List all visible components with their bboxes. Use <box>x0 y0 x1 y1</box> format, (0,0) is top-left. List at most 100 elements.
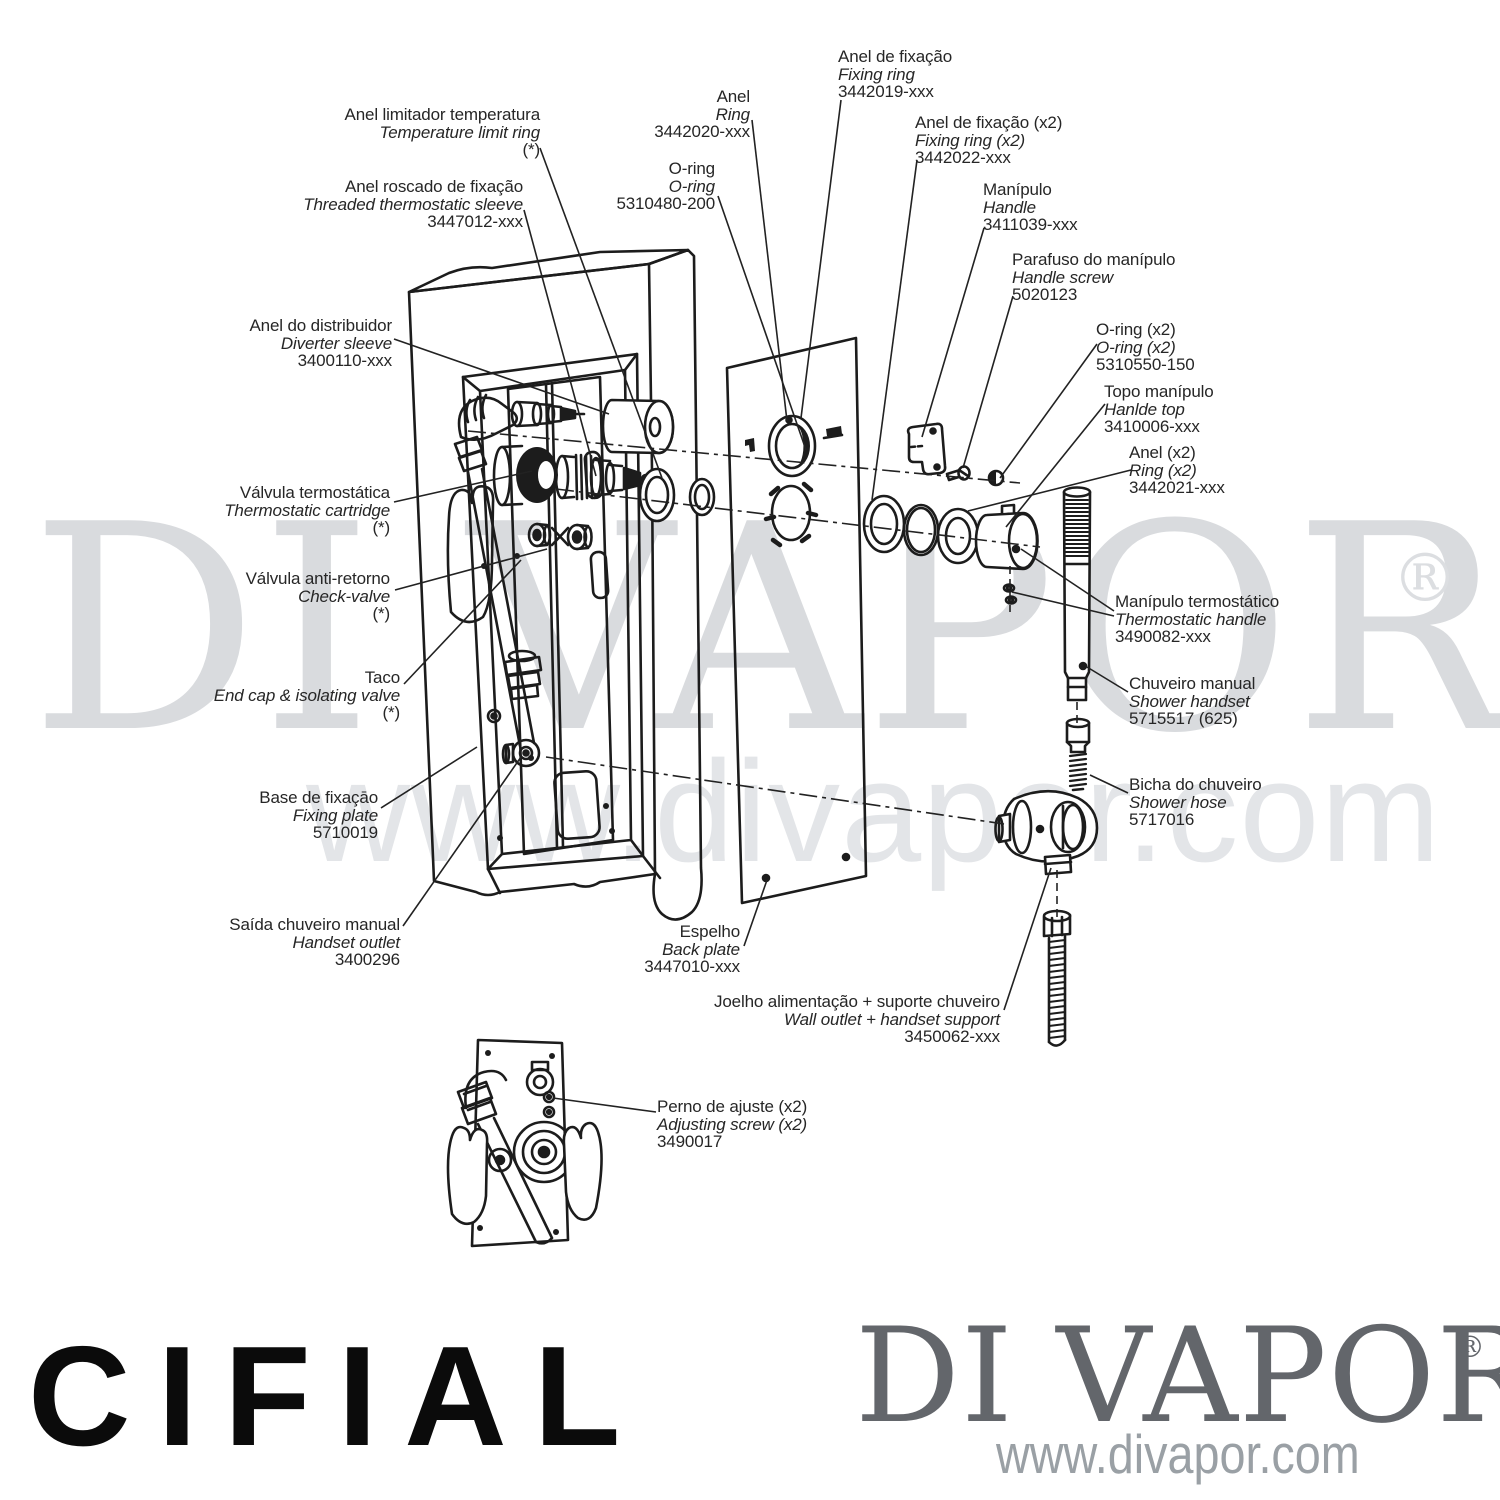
shower-hose-drawing <box>1065 717 1091 792</box>
handle-parts-drawing <box>906 422 1005 487</box>
part-label-end-cap-isolating-valve: Taco End cap & isolating valve (*) <box>214 669 400 722</box>
label-pt: Espelho <box>679 922 741 941</box>
part-label-handset-outlet: Saída chuveiro manual Handset outlet 340… <box>229 916 400 969</box>
label-en: Temperature limit ring <box>379 122 541 142</box>
label-en: Handle <box>983 197 1036 217</box>
label-pt: Manípulo <box>983 180 1052 199</box>
label-pt: O-ring <box>668 159 715 178</box>
label-pt: Anel limitador temperatura <box>344 105 541 124</box>
label-code: (*) <box>382 703 401 723</box>
label-pt: Manípulo termostático <box>1115 592 1280 611</box>
label-pt: Anel de fixação (x2) <box>915 113 1063 132</box>
label-pt: Anel <box>716 87 751 106</box>
label-code: 3442021-xxx <box>1129 478 1225 498</box>
part-label-handle: Manípulo Handle 3411039-xxx <box>983 180 1078 235</box>
label-pt: Anel de fixação <box>838 47 952 66</box>
part-label-thermostatic-cartridge: Válvula termostática Thermostatic cartri… <box>224 484 390 537</box>
label-pt: Joelho alimentação + suporte chuveiro <box>714 992 1000 1011</box>
label-code: 3490017 <box>657 1132 723 1152</box>
wall-block-drawing <box>407 248 703 921</box>
part-label-diverter-sleeve: Anel do distribuidor Diverter sleeve 340… <box>249 317 392 370</box>
label-pt: Válvula termostática <box>239 483 390 502</box>
part-label-check-valve: Válvula anti-retorno Check-valve (*) <box>246 570 391 623</box>
label-en: Handle screw <box>1012 267 1114 287</box>
label-en: Adjusting screw (x2) <box>657 1114 808 1134</box>
label-code: (*) <box>372 518 391 538</box>
shower-handset-drawing <box>1062 486 1092 702</box>
label-pt: Topo manípulo <box>1104 382 1214 401</box>
part-label-handle-top: Topo manípulo Hanlde top 3410006-xxx <box>1104 383 1214 436</box>
label-code: 3442019-xxx <box>838 82 934 102</box>
label-en: Hanlde top <box>1104 399 1185 419</box>
label-en: O-ring <box>668 176 715 196</box>
back-plate-drawing <box>725 336 868 905</box>
label-code: 3447012-xxx <box>427 212 523 232</box>
label-en: Wall outlet + handset support <box>783 1009 1000 1029</box>
part-label-wall-outlet-handset-support: Joelho alimentação + suporte chuveiro Wa… <box>714 993 1000 1046</box>
label-en: Shower hose <box>1129 792 1227 812</box>
label-pt: O-ring (x2) <box>1096 320 1176 339</box>
axis-centerlines <box>467 430 1078 917</box>
fixing-bolt-drawing <box>1042 909 1072 1047</box>
part-label-fixing-plate: Base de fixaçāo Fixing plate 5710019 <box>259 789 378 842</box>
label-en: Handset outlet <box>292 932 400 952</box>
part-label-temperature-limit-ring: Anel limitador temperatura Temperature l… <box>344 105 541 160</box>
label-en: Check-valve <box>298 586 390 606</box>
watermark-brand-text: DI VAPOR <box>30 464 1500 796</box>
wall-outlet-drawing <box>994 789 1099 876</box>
label-pt: Anel (x2) <box>1129 443 1196 462</box>
divapor-logo-registered-mark: ® <box>1455 1330 1485 1365</box>
label-code: 3411039-xxx <box>983 215 1078 235</box>
label-code: 5715517 (625) <box>1129 709 1238 729</box>
label-pt: Perno de ajuste (x2) <box>657 1097 808 1116</box>
label-en: Thermostatic cartridge <box>224 500 390 520</box>
part-label-fixing-ring-x2: Anel de fixação (x2) Fixing ring (x2) 34… <box>915 114 1062 167</box>
label-code: 3442020-xxx <box>654 122 750 142</box>
label-pt: Anel roscado de fixação <box>345 177 523 196</box>
part-label-adjusting-screw-x2: Perno de ajuste (x2) Adjusting screw (x2… <box>657 1098 807 1151</box>
valve-assembly-drawing <box>446 375 660 856</box>
diverter-sleeve-drawing <box>601 398 675 455</box>
label-en: Diverter sleeve <box>280 333 392 353</box>
label-en: Fixing plate <box>292 805 378 825</box>
part-label-ring: Anel Ring 3442020-xxx <box>654 88 750 141</box>
part-label-back-plate: Espelho Back plate 3447010-xxx <box>644 923 740 976</box>
label-en: Back plate <box>662 939 740 959</box>
part-label-o-ring: O-ring O-ring 5310480-200 <box>616 160 715 213</box>
label-code: 5310550-150 <box>1096 355 1195 375</box>
label-code: 3400296 <box>334 950 400 970</box>
label-pt: Chuveiro manual <box>1129 674 1256 693</box>
label-code: 3447010-xxx <box>644 957 740 977</box>
part-label-fixing-ring: Anel de fixação Fixing ring 3442019-xxx <box>838 48 952 101</box>
label-en: Ring <box>715 104 751 124</box>
part-label-o-ring-x2: O-ring (x2) O-ring (x2) 5310550-150 <box>1096 321 1195 374</box>
divapor-url: www.divapor.com <box>996 1423 1360 1485</box>
label-pt: Saída chuveiro manual <box>229 915 400 934</box>
label-en: O-ring (x2) <box>1096 337 1176 357</box>
label-en: Fixing ring <box>838 64 915 84</box>
label-pt: Parafuso do manípulo <box>1012 250 1176 269</box>
part-label-threaded-thermostatic-sleeve: Anel roscado de fixação Threaded thermos… <box>303 178 523 231</box>
label-code: (*) <box>522 140 541 160</box>
divapor-logo: DI VAPOR <box>855 1299 1500 1452</box>
part-label-shower-handset: Chuveiro manual Shower handset 5715517 (… <box>1129 675 1255 728</box>
label-code: 3450062-xxx <box>904 1027 1000 1047</box>
label-pt: Bicha do chuveiro <box>1129 775 1262 794</box>
label-en: Shower handset <box>1129 691 1250 711</box>
label-pt: Base de fixaçāo <box>259 788 378 807</box>
label-pt: Taco <box>364 668 400 687</box>
label-en: End cap & isolating valve <box>213 685 400 705</box>
leader-lines <box>380 99 1132 1113</box>
cifial-logo: CIFIAL <box>28 1317 648 1476</box>
part-label-thermostatic-handle: Manípulo termostático Thermostatic handl… <box>1115 593 1279 646</box>
sleeve-rings-drawing <box>638 467 716 523</box>
label-code: 5020123 <box>1012 285 1078 305</box>
front-view-diagram-drawing <box>446 1038 603 1248</box>
label-code: 3410006-xxx <box>1104 417 1200 437</box>
part-label-handle-screw: Parafuso do manípulo Handle screw 502012… <box>1012 251 1175 304</box>
label-pt: Anel do distribuidor <box>249 316 392 335</box>
label-code: 3400110-xxx <box>297 351 393 371</box>
label-en: Fixing ring (x2) <box>915 130 1026 150</box>
